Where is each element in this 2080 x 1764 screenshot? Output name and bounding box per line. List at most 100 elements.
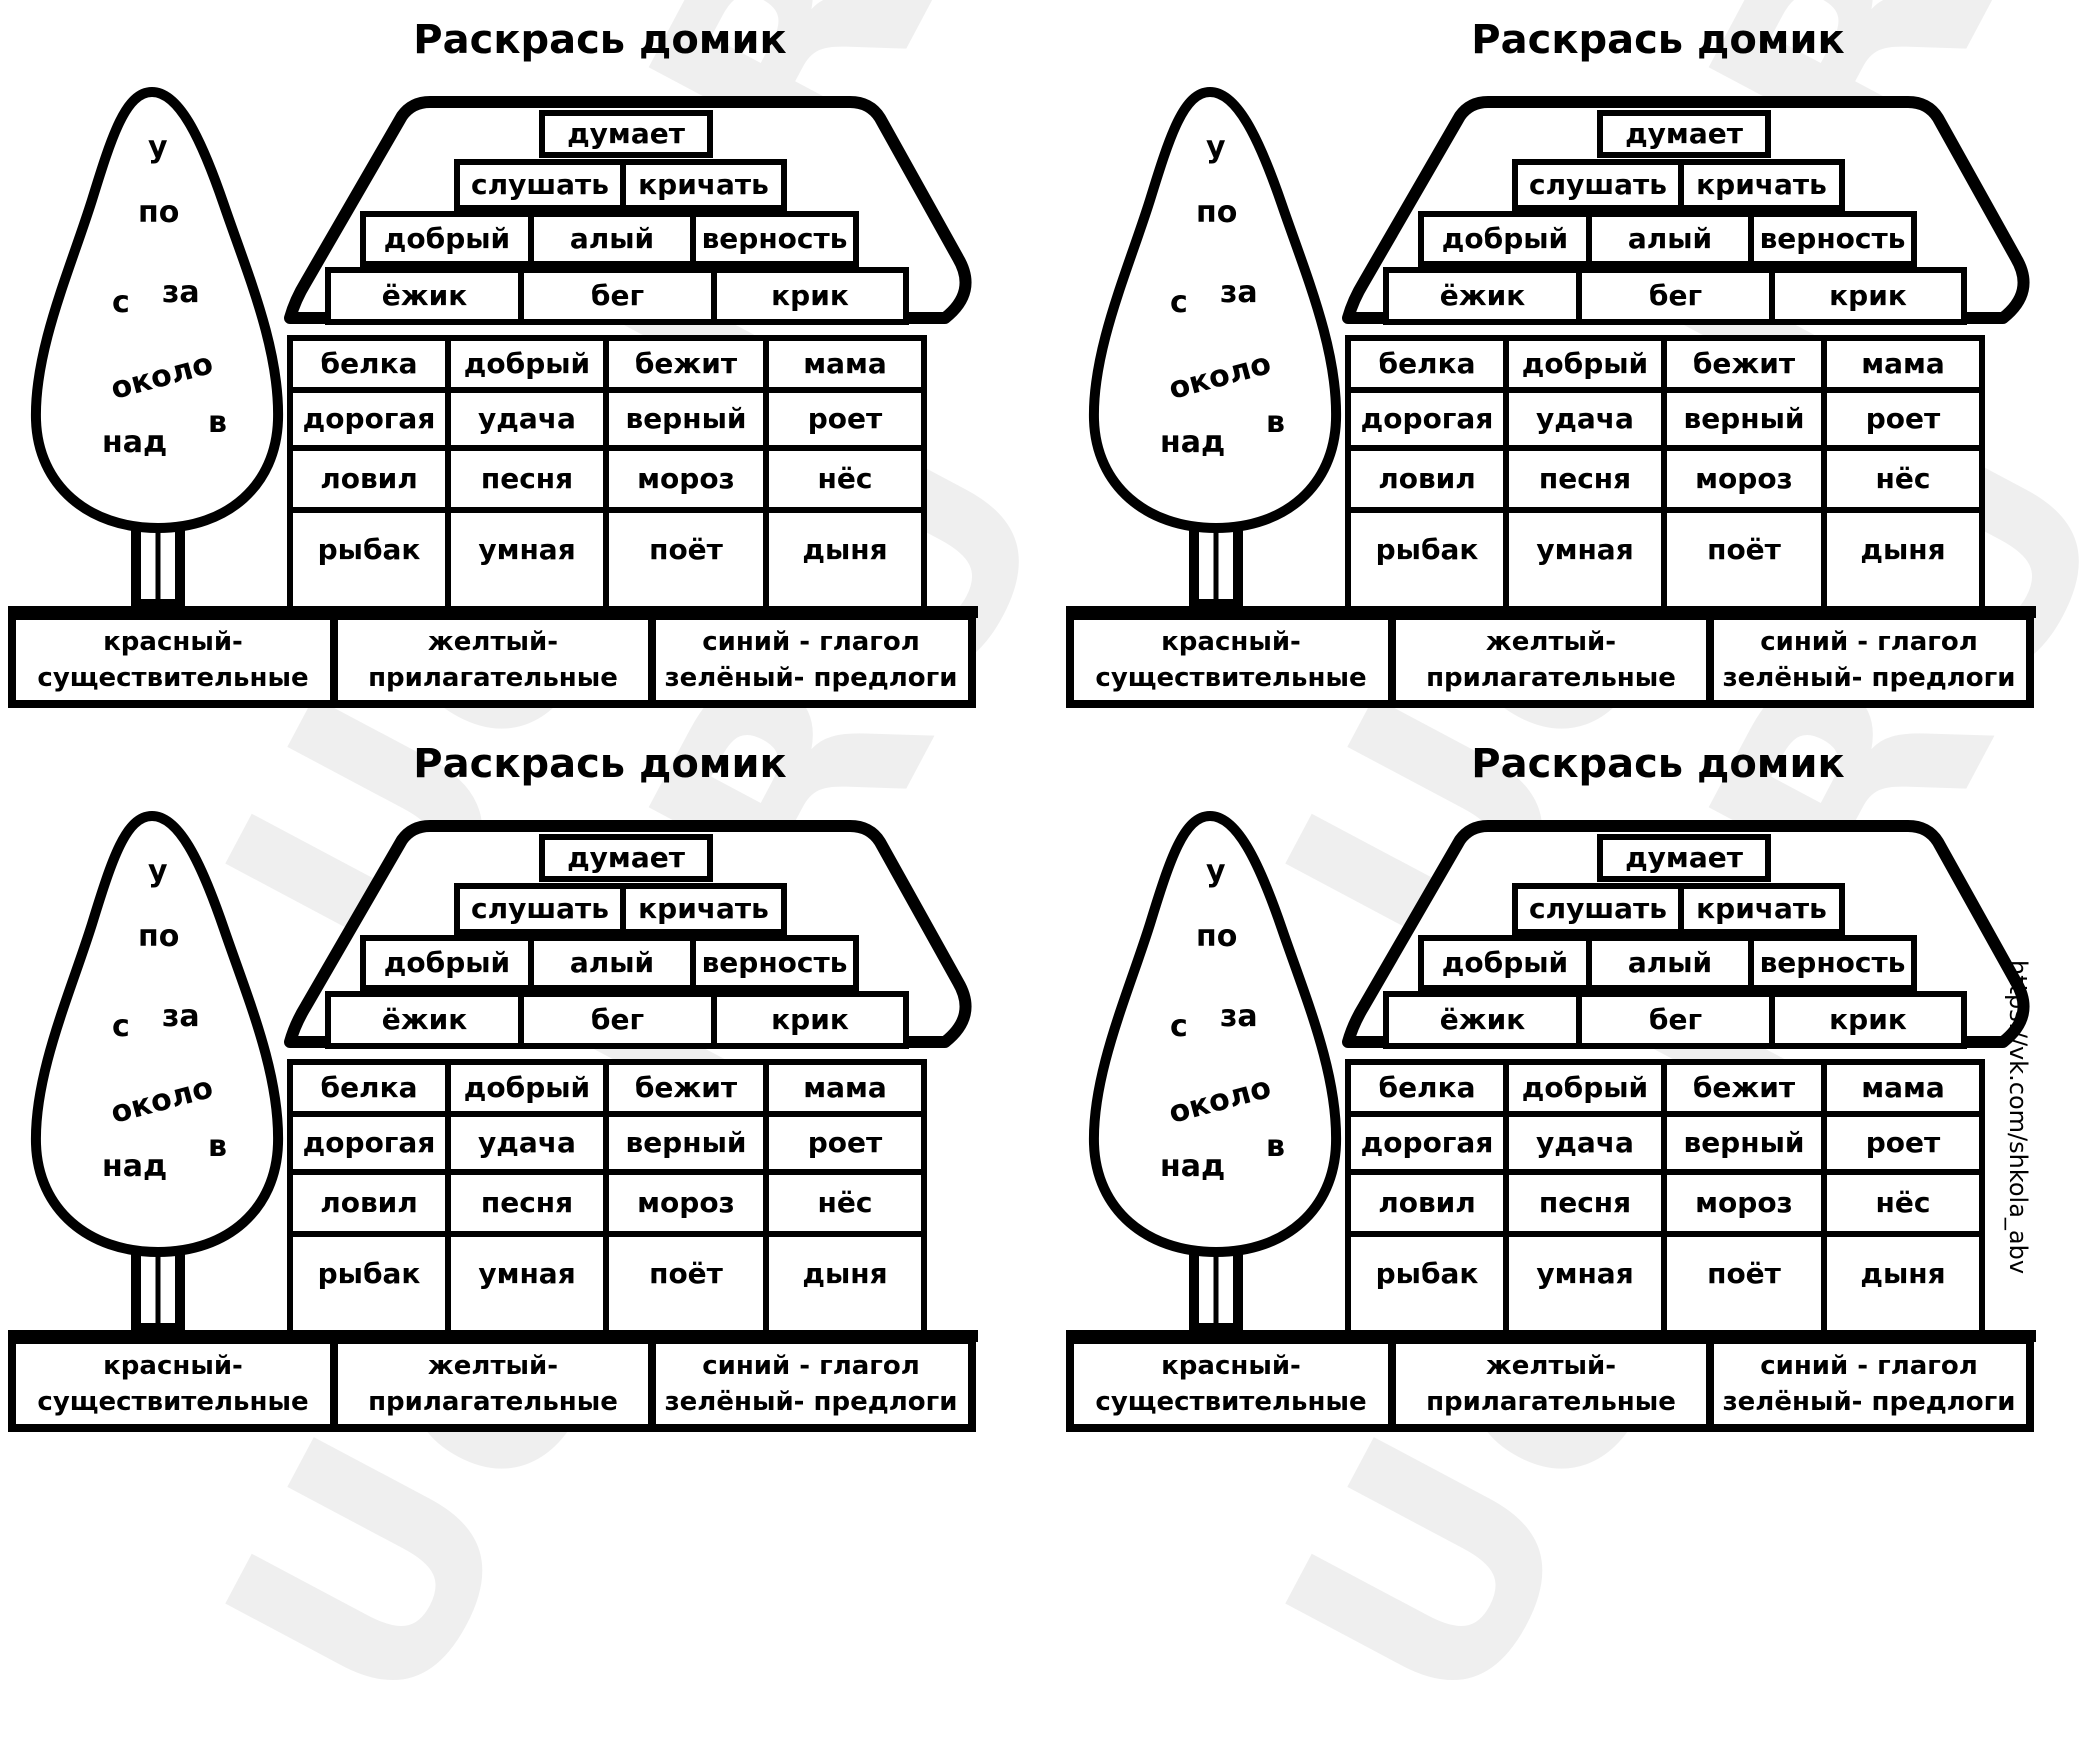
wall-word: белка [1378, 347, 1476, 380]
roof-word: думает [567, 117, 685, 150]
roof-word: добрый [383, 222, 511, 255]
legend-cell: красный-существительные [1070, 620, 1392, 700]
roof-word: бег [590, 1003, 645, 1036]
tree-word: с [112, 285, 130, 320]
legend-line: зелёный- предлоги [1722, 663, 2016, 693]
tree-word: у [148, 854, 168, 889]
wall-word: бежит [1692, 1071, 1796, 1104]
roof-word: кричать [638, 168, 769, 201]
wall-word: роет [1865, 402, 1941, 435]
roof-word: добрый [1441, 222, 1569, 255]
roof-brick [620, 883, 787, 935]
wall-word: дыня [802, 1257, 888, 1290]
wall-word: белка [320, 1071, 418, 1104]
roof-word: ёжик [1439, 1003, 1526, 1036]
wall-word: мама [1861, 347, 1945, 380]
legend-line: красный- [1161, 627, 1301, 657]
wall-word: песня [1538, 1186, 1632, 1219]
legend-cell: желтый-прилагательные [1392, 620, 1710, 700]
wall-word: верный [1683, 1126, 1805, 1159]
wall-word: белка [1378, 1071, 1476, 1104]
roof-brick [1597, 110, 1771, 158]
legend-line: синий - глагол [702, 1351, 920, 1381]
legend-line: существительные [37, 1387, 309, 1417]
roof-brick [325, 991, 524, 1049]
wall-word: добрый [1521, 1071, 1649, 1104]
wall-word: роет [807, 402, 883, 435]
wall-word: рыбак [1375, 1257, 1479, 1290]
legend-line: желтый- [427, 1351, 559, 1381]
roof-brick [518, 991, 717, 1049]
wall-word: дорогая [302, 1126, 436, 1159]
wall-word: удача [1536, 1126, 1634, 1159]
wall-word: добрый [463, 347, 591, 380]
legend-line: желтый- [1485, 627, 1617, 657]
tree-word: по [138, 919, 180, 954]
wall-word: мороз [1695, 1186, 1793, 1219]
roof-word: слушать [1529, 168, 1667, 201]
vk-link[interactable]: https://vk.com/shkola_abv [2004, 960, 2032, 1275]
roof-brick [1512, 159, 1684, 211]
roof-brick [690, 211, 859, 267]
wall-word: мороз [637, 1186, 735, 1219]
legend-box [8, 1336, 976, 1432]
roof-word: думает [1625, 841, 1743, 874]
wall-word: нёс [817, 462, 873, 495]
roof-brick [454, 159, 626, 211]
roof-word: крик [1829, 1003, 1907, 1036]
roof-word: крик [771, 1003, 849, 1036]
wall-word: умная [1536, 533, 1634, 566]
roof-brick [1769, 267, 1967, 325]
house-drawing [1066, 86, 2036, 708]
wall-word: мама [1861, 1071, 1945, 1104]
wall-word: дыня [802, 533, 888, 566]
roof-brick [690, 935, 859, 991]
roof-word: алый [569, 222, 655, 255]
wall-word: нёс [1875, 1186, 1931, 1219]
tree-word: в [1266, 405, 1285, 440]
tree-word: по [138, 195, 180, 230]
tree-crown [1088, 86, 1342, 534]
tree-word: над [1160, 425, 1226, 460]
roof-brick [711, 267, 909, 325]
roof-word: слушать [1529, 892, 1667, 925]
tree-word: у [148, 130, 168, 165]
wall-word: поёт [649, 533, 723, 566]
legend-cell: желтый-прилагательные [334, 620, 652, 700]
roof-brick [1383, 991, 1582, 1049]
roof-word: думает [567, 841, 685, 874]
roof-brick [1418, 935, 1592, 991]
roof-word: верность [701, 946, 848, 979]
wall-word: верный [1683, 402, 1805, 435]
roof-brick [360, 211, 534, 267]
roof-word: верность [701, 222, 848, 255]
tree-word: в [208, 405, 227, 440]
wall-word: поёт [1707, 533, 1781, 566]
legend-line: синий - глагол [702, 627, 920, 657]
tree-crown [1088, 810, 1342, 1258]
roof-word: думает [1625, 117, 1743, 150]
roof-word: ёжик [381, 1003, 468, 1036]
worksheet-title: Раскрась домик [413, 17, 787, 63]
legend-line: красный- [1161, 1351, 1301, 1381]
tree-word: в [1266, 1129, 1285, 1164]
wall-word: рыбак [317, 1257, 421, 1290]
roof-brick [539, 834, 713, 882]
wall-word: ловил [320, 1186, 418, 1219]
tree-word: у [1206, 854, 1226, 889]
tree-crown [30, 810, 284, 1258]
wall-word: добрый [1521, 347, 1649, 380]
tree-word: за [162, 999, 200, 1034]
roof-brick [1678, 883, 1845, 935]
roof-word: кричать [1696, 892, 1827, 925]
wall-word: удача [478, 402, 576, 435]
wall-word: дорогая [302, 402, 436, 435]
legend-cell: красный-существительные [12, 1344, 334, 1424]
wall-word: бежит [634, 1071, 738, 1104]
roof-brick [711, 991, 909, 1049]
roof-brick [1586, 211, 1754, 267]
legend-cell: желтый-прилагательные [1392, 1344, 1710, 1424]
